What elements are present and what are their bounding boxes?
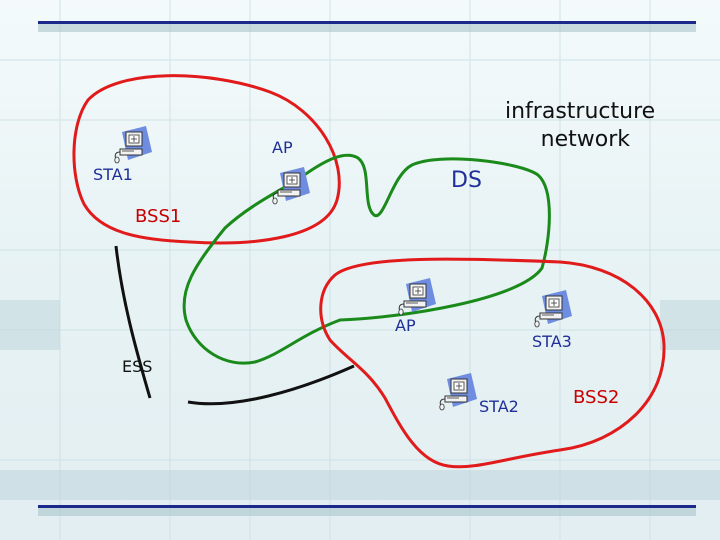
computer-workstation-icon (114, 126, 152, 164)
sta2-label: STA2 (479, 397, 519, 416)
top-rule (38, 21, 696, 24)
ess-label: ESS (122, 357, 153, 376)
computer-workstation-icon (398, 278, 436, 316)
ds-label: DS (451, 168, 482, 193)
ess-connector-left (114, 245, 152, 399)
sta1-label: STA1 (93, 165, 133, 184)
bottom-rule (38, 505, 696, 508)
bss2-outline (319, 257, 666, 469)
computer-workstation-icon (439, 373, 477, 411)
bss1-outline (72, 74, 341, 245)
bss1-label: BSS1 (135, 206, 182, 227)
infrastructure-network-label: infrastructure network (505, 98, 656, 154)
sta3-label: STA3 (532, 332, 572, 351)
ess-connector-bottom (187, 364, 355, 406)
bss2-label: BSS2 (573, 387, 620, 408)
infrastructure-label-line2: network (540, 127, 630, 152)
computer-workstation-icon (272, 167, 310, 205)
ap-top-label: AP (272, 138, 293, 157)
infrastructure-label-line1: infrastructure (505, 99, 656, 124)
ds-outline (182, 153, 551, 365)
computer-workstation-icon (534, 290, 572, 328)
ap-bottom-label: AP (395, 316, 416, 335)
